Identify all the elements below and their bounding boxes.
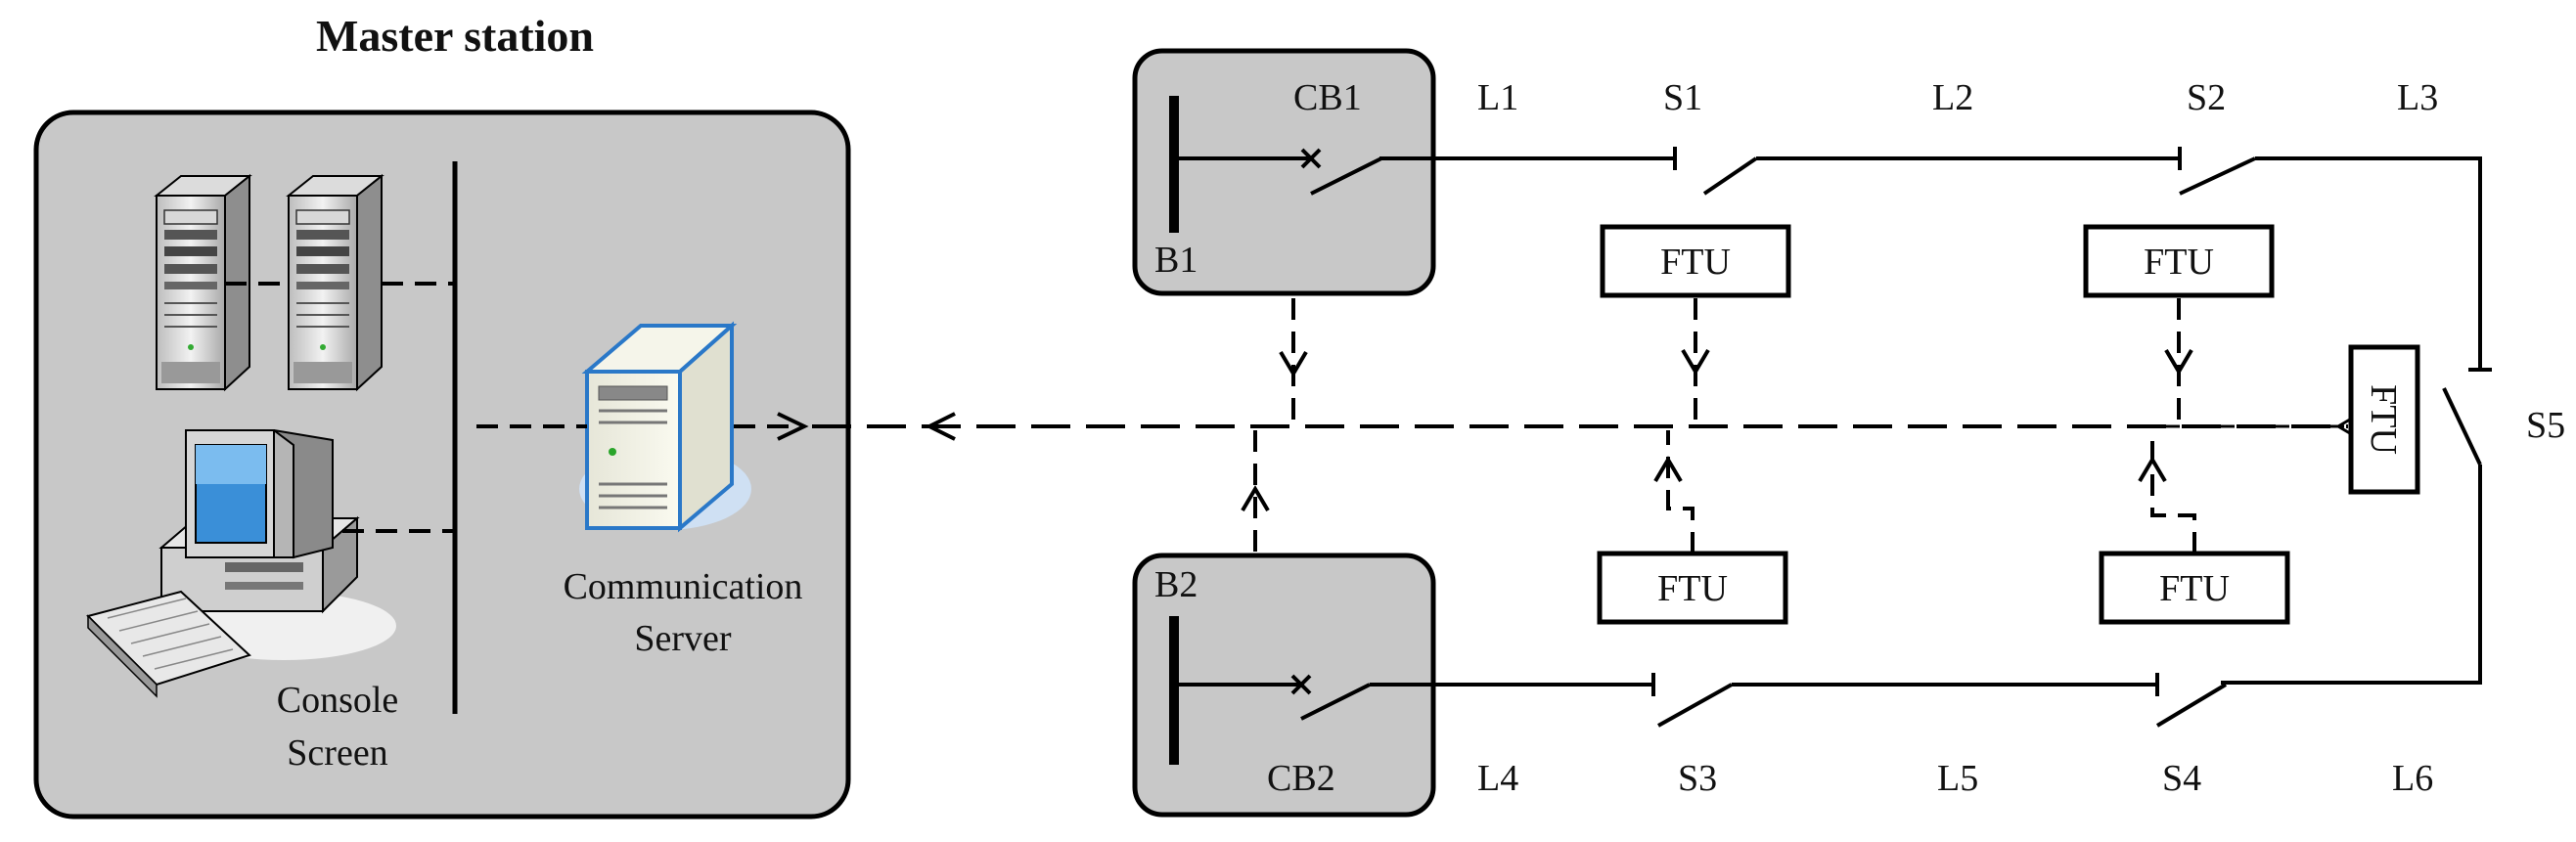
- ftu-bottom-1-label: FTU: [1657, 568, 1728, 609]
- arrow-head: [2164, 348, 2193, 376]
- breaker-cb1-symbol: [1300, 148, 1382, 196]
- console-label-line2: Screen: [287, 732, 387, 774]
- ftu-right-label: FTU: [2363, 384, 2404, 455]
- switch-s5-blade: [2442, 387, 2482, 465]
- comm-server-label-line1: Communication: [564, 566, 803, 607]
- breaker-cb2-label: CB2: [1267, 758, 1335, 799]
- switch-s3-blade: [1657, 683, 1733, 728]
- breaker-cb2-symbol: [1290, 674, 1371, 721]
- switch-s4-label: S4: [2162, 758, 2201, 799]
- line-l3-label: L3: [2397, 77, 2438, 118]
- bus-b1-label: B1: [1154, 240, 1198, 281]
- comm-server-label-line2: Server: [634, 618, 732, 659]
- ftu-bottom-2-link: [2150, 430, 2196, 554]
- ftu-top-2-box: [2083, 224, 2275, 298]
- feeder-l3: [2255, 156, 2482, 370]
- communication-server-icon: [579, 321, 751, 533]
- ftu-bottom-2-label: FTU: [2159, 568, 2230, 609]
- switch-s2-label: S2: [2187, 77, 2226, 118]
- line-l6-label: L6: [2392, 758, 2433, 799]
- arrow-head: [1279, 350, 1308, 377]
- feeder-l6-riser: [2221, 465, 2482, 685]
- ftu-top-2-label: FTU: [2144, 242, 2214, 283]
- console-label-line1: Console: [277, 680, 399, 721]
- arrow-head: [1681, 348, 1710, 376]
- ftu-top-1-box: [1600, 224, 1791, 298]
- bus-b2-label: B2: [1154, 564, 1198, 605]
- ftu-top-1-label: FTU: [1660, 242, 1731, 283]
- master-station-title: Master station: [316, 11, 594, 61]
- arrow-head: [925, 412, 956, 441]
- breaker-cb1-label: CB1: [1293, 77, 1362, 118]
- console-computer-icon: [86, 429, 396, 698]
- switch-s1-blade: [1702, 156, 1758, 196]
- switch-s3-label: S3: [1678, 758, 1717, 799]
- ftu-right-box: [2348, 344, 2420, 495]
- switch-s5-label: S5: [2526, 405, 2565, 446]
- arrow-head: [1653, 456, 1683, 483]
- line-l2-label: L2: [1932, 77, 1973, 118]
- switch-s2-blade: [2179, 156, 2256, 196]
- switch-s4-blade: [2155, 683, 2228, 728]
- arrow-head: [777, 412, 809, 441]
- arrow-head: [1241, 485, 1270, 512]
- line-l1-label: L1: [1477, 77, 1518, 118]
- ftu-bottom-1-link: [1666, 430, 1695, 554]
- ftu-bottom-1-box: [1597, 551, 1788, 625]
- server-tower-icon: [154, 173, 252, 392]
- arrow-head: [2138, 456, 2167, 483]
- server-tower-icon: [286, 173, 384, 392]
- line-l5-label: L5: [1937, 758, 1978, 799]
- switch-s1-label: S1: [1663, 77, 1702, 118]
- line-l4-label: L4: [1477, 758, 1518, 799]
- substation-b1-panel: [1132, 48, 1436, 296]
